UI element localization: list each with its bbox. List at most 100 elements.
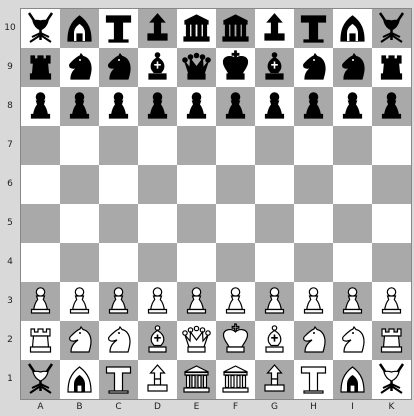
square-h2[interactable]: [294, 321, 333, 360]
black-king-icon[interactable]: [216, 48, 255, 87]
black-rook-icon[interactable]: [372, 48, 411, 87]
square-g6[interactable]: [255, 165, 294, 204]
square-d6[interactable]: [138, 165, 177, 204]
square-e7[interactable]: [177, 126, 216, 165]
black-pawn-icon[interactable]: [138, 87, 177, 126]
square-k8[interactable]: [372, 87, 411, 126]
square-b7[interactable]: [60, 126, 99, 165]
square-a3[interactable]: [21, 282, 60, 321]
square-c2[interactable]: [99, 321, 138, 360]
black-bishop-icon[interactable]: [255, 48, 294, 87]
white-knight-icon[interactable]: [99, 321, 138, 360]
white-bishop-icon[interactable]: [255, 321, 294, 360]
square-i9[interactable]: [333, 48, 372, 87]
black-pawn-icon[interactable]: [177, 87, 216, 126]
square-g9[interactable]: [255, 48, 294, 87]
square-k2[interactable]: [372, 321, 411, 360]
square-b3[interactable]: [60, 282, 99, 321]
square-e6[interactable]: [177, 165, 216, 204]
square-g10[interactable]: [255, 9, 294, 48]
square-e2[interactable]: [177, 321, 216, 360]
square-f9[interactable]: [216, 48, 255, 87]
black-rook-icon[interactable]: [21, 48, 60, 87]
square-h1[interactable]: [294, 360, 333, 399]
black-tower-piece-icon[interactable]: [294, 9, 333, 48]
square-d3[interactable]: [138, 282, 177, 321]
white-pawn-icon[interactable]: [216, 282, 255, 321]
square-k10[interactable]: [372, 9, 411, 48]
square-h5[interactable]: [294, 204, 333, 243]
square-b2[interactable]: [60, 321, 99, 360]
black-knight-icon[interactable]: [99, 48, 138, 87]
black-pawn-icon[interactable]: [255, 87, 294, 126]
square-h3[interactable]: [294, 282, 333, 321]
square-f3[interactable]: [216, 282, 255, 321]
white-arrow-piece-icon[interactable]: [138, 360, 177, 399]
square-f6[interactable]: [216, 165, 255, 204]
square-d9[interactable]: [138, 48, 177, 87]
white-knight-icon[interactable]: [60, 321, 99, 360]
square-i8[interactable]: [333, 87, 372, 126]
square-a9[interactable]: [21, 48, 60, 87]
square-i5[interactable]: [333, 204, 372, 243]
square-g5[interactable]: [255, 204, 294, 243]
black-pawn-icon[interactable]: [216, 87, 255, 126]
square-c10[interactable]: [99, 9, 138, 48]
square-k5[interactable]: [372, 204, 411, 243]
square-c4[interactable]: [99, 243, 138, 282]
square-a7[interactable]: [21, 126, 60, 165]
square-a10[interactable]: [21, 9, 60, 48]
black-bishop-icon[interactable]: [138, 48, 177, 87]
black-pawn-icon[interactable]: [99, 87, 138, 126]
square-f5[interactable]: [216, 204, 255, 243]
white-king-icon[interactable]: [216, 321, 255, 360]
square-b5[interactable]: [60, 204, 99, 243]
square-i3[interactable]: [333, 282, 372, 321]
square-i1[interactable]: [333, 360, 372, 399]
square-e10[interactable]: [177, 9, 216, 48]
white-pawn-icon[interactable]: [21, 282, 60, 321]
white-knight-icon[interactable]: [294, 321, 333, 360]
black-elephant-arch-icon[interactable]: [60, 9, 99, 48]
black-knight-icon[interactable]: [294, 48, 333, 87]
chessboard[interactable]: [20, 8, 412, 400]
square-g3[interactable]: [255, 282, 294, 321]
square-f8[interactable]: [216, 87, 255, 126]
square-d5[interactable]: [138, 204, 177, 243]
square-h6[interactable]: [294, 165, 333, 204]
square-e5[interactable]: [177, 204, 216, 243]
square-k9[interactable]: [372, 48, 411, 87]
square-b6[interactable]: [60, 165, 99, 204]
square-f1[interactable]: [216, 360, 255, 399]
white-pawn-icon[interactable]: [60, 282, 99, 321]
square-g4[interactable]: [255, 243, 294, 282]
white-rook-icon[interactable]: [372, 321, 411, 360]
white-antelope-icon[interactable]: [372, 360, 411, 399]
white-temple-icon[interactable]: [177, 360, 216, 399]
square-g1[interactable]: [255, 360, 294, 399]
white-tower-piece-icon[interactable]: [294, 360, 333, 399]
square-c1[interactable]: [99, 360, 138, 399]
square-k7[interactable]: [372, 126, 411, 165]
square-i6[interactable]: [333, 165, 372, 204]
black-knight-icon[interactable]: [333, 48, 372, 87]
black-pawn-icon[interactable]: [60, 87, 99, 126]
white-rook-icon[interactable]: [21, 321, 60, 360]
white-elephant-arch-icon[interactable]: [333, 360, 372, 399]
square-k6[interactable]: [372, 165, 411, 204]
square-e9[interactable]: [177, 48, 216, 87]
square-f7[interactable]: [216, 126, 255, 165]
square-b4[interactable]: [60, 243, 99, 282]
black-elephant-arch-icon[interactable]: [333, 9, 372, 48]
white-pawn-icon[interactable]: [177, 282, 216, 321]
white-tower-piece-icon[interactable]: [99, 360, 138, 399]
square-e1[interactable]: [177, 360, 216, 399]
black-temple-icon[interactable]: [216, 9, 255, 48]
square-h8[interactable]: [294, 87, 333, 126]
white-pawn-icon[interactable]: [255, 282, 294, 321]
square-c7[interactable]: [99, 126, 138, 165]
square-k3[interactable]: [372, 282, 411, 321]
white-pawn-icon[interactable]: [372, 282, 411, 321]
black-tower-piece-icon[interactable]: [99, 9, 138, 48]
square-d10[interactable]: [138, 9, 177, 48]
